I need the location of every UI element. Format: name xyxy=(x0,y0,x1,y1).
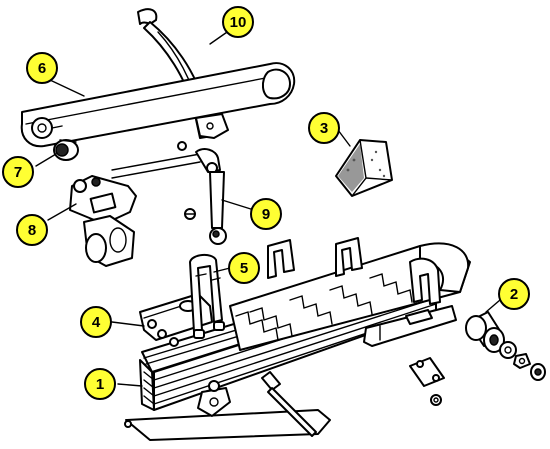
leader-7 xyxy=(35,153,57,167)
callout-1: 1 xyxy=(84,368,116,400)
strap-and-fasteners xyxy=(261,305,457,437)
part-8-damper-unit xyxy=(69,175,137,267)
callout-6-label: 6 xyxy=(38,60,46,77)
callout-6: 6 xyxy=(26,52,58,84)
callout-9: 9 xyxy=(250,198,282,230)
leader-4 xyxy=(111,321,145,327)
callout-5-label: 5 xyxy=(240,260,248,277)
leader-5 xyxy=(213,267,231,273)
callout-9-label: 9 xyxy=(262,206,270,223)
callout-3: 3 xyxy=(308,112,340,144)
part-9-link-rod xyxy=(111,141,227,245)
callout-markers: 6 10 3 7 8 9 5 4 1 2 xyxy=(2,6,530,400)
callout-8-label: 8 xyxy=(28,222,36,239)
callout-7-label: 7 xyxy=(14,164,22,181)
leader-3 xyxy=(337,129,351,147)
callout-2: 2 xyxy=(498,278,530,310)
leader-6 xyxy=(49,79,85,97)
callout-3-label: 3 xyxy=(320,120,328,137)
callout-5: 5 xyxy=(228,252,260,284)
callout-10: 10 xyxy=(222,6,254,38)
part-2-bush-and-washers xyxy=(465,311,546,381)
part-7-bushing xyxy=(53,139,79,161)
callout-4-label: 4 xyxy=(92,314,101,331)
part-6-swing-arm xyxy=(20,62,296,148)
callout-8: 8 xyxy=(16,214,48,246)
part-5-u-bolt xyxy=(189,254,225,339)
leader-8 xyxy=(47,203,77,221)
leader-1 xyxy=(117,383,143,387)
leader-2 xyxy=(485,299,501,313)
callout-1-label: 1 xyxy=(96,376,104,393)
callout-7: 7 xyxy=(2,156,34,188)
part-3-rubber-block xyxy=(335,139,393,197)
leader-lines xyxy=(35,29,501,387)
callout-2-label: 2 xyxy=(510,286,518,303)
leader-9 xyxy=(221,199,255,211)
callout-10-label: 10 xyxy=(230,14,247,31)
part-1-base-plate-stack xyxy=(124,237,471,441)
callout-4: 4 xyxy=(80,306,112,338)
